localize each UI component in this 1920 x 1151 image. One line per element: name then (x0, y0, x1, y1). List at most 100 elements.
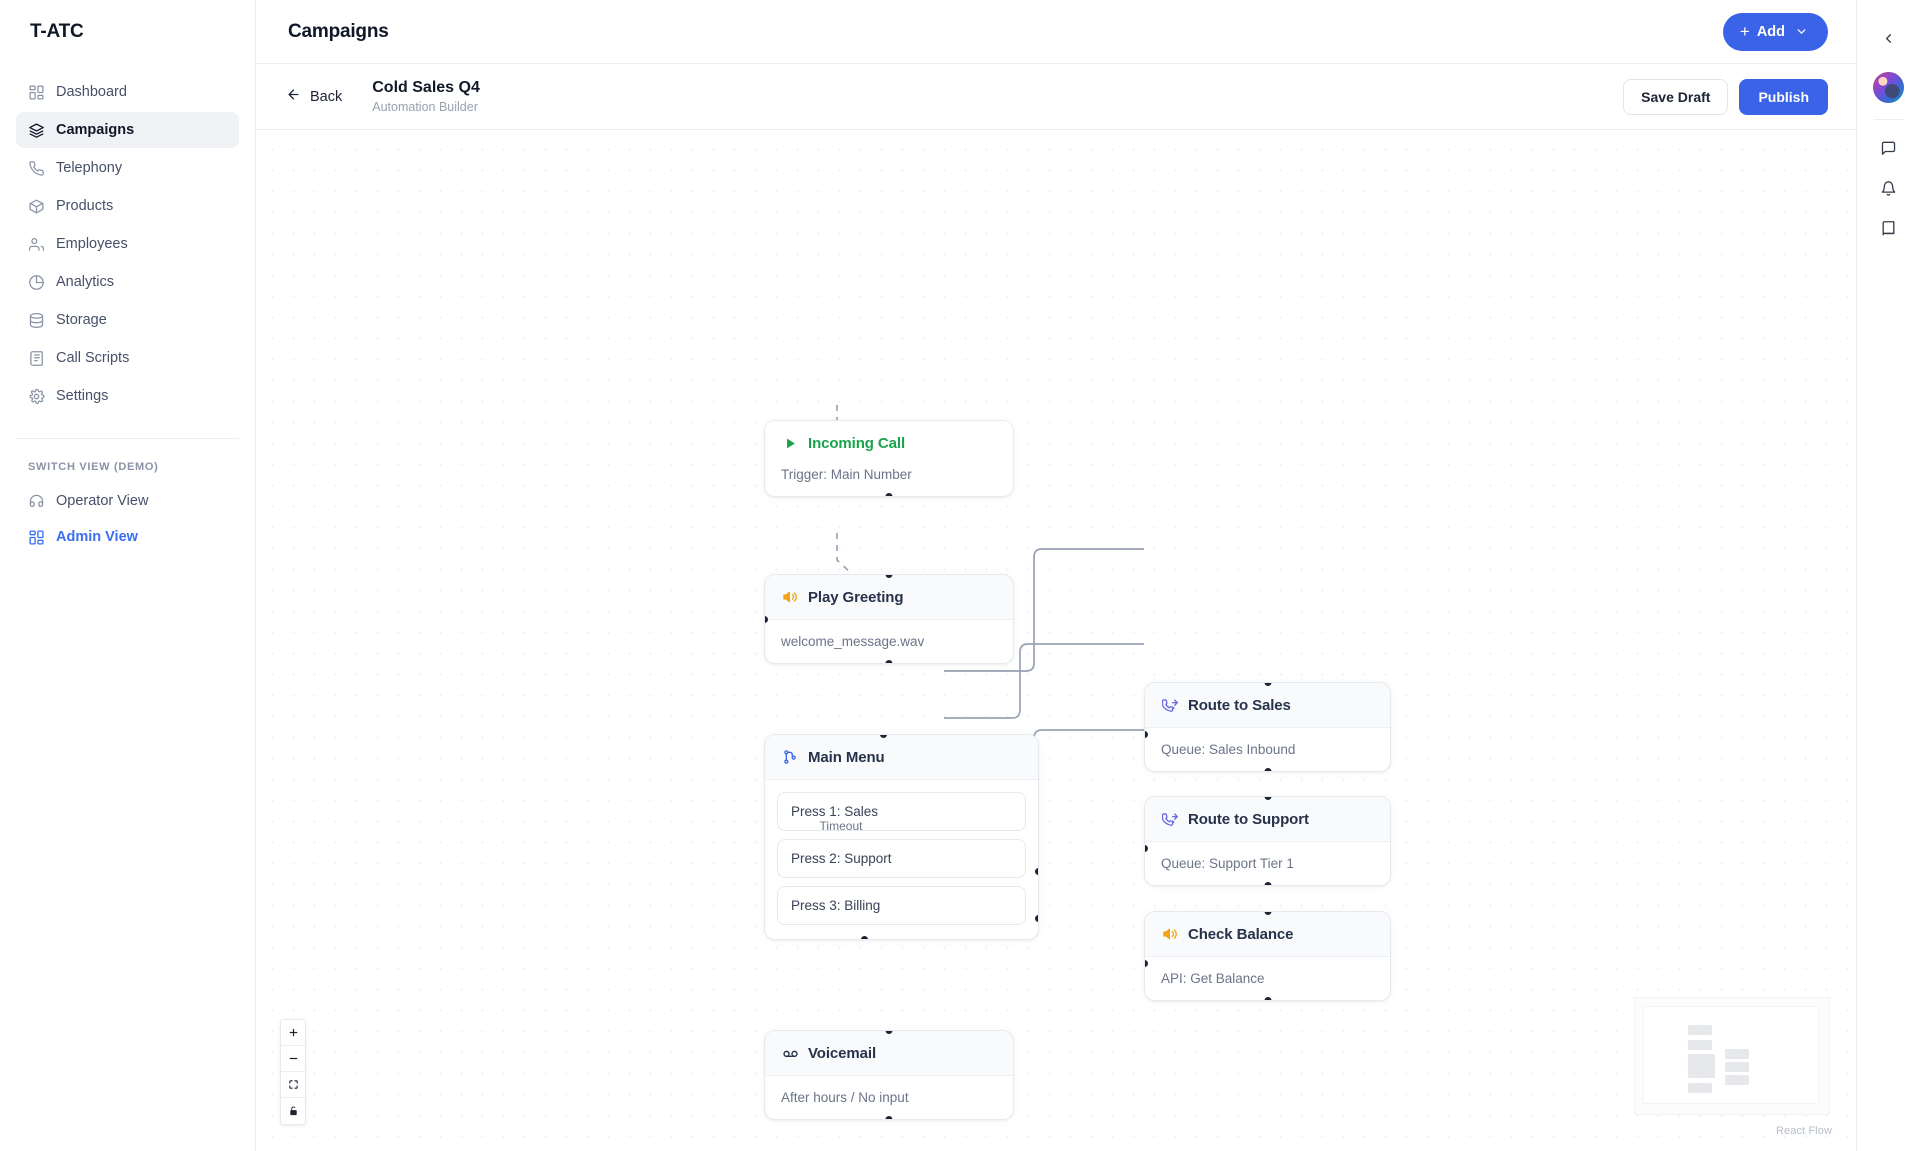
sidebar-item-admin-view[interactable]: Admin View (16, 519, 239, 555)
box-icon (28, 198, 45, 215)
back-button[interactable]: Back (284, 83, 344, 110)
add-button[interactable]: + Add (1722, 12, 1828, 51)
chevron-down-icon (1795, 25, 1808, 38)
plus-icon: + (1739, 21, 1750, 41)
sidebar-item-analytics[interactable]: Analytics (16, 264, 239, 300)
flow-node-main-menu[interactable]: Main Menu Press 1: Sales Press 2: Suppor… (764, 734, 1039, 940)
flow-node-voicemail[interactable]: Voicemail After hours / No input (764, 1030, 1014, 1120)
fit-view-button[interactable] (281, 1072, 305, 1098)
node-handle-bottom[interactable] (1264, 997, 1271, 1000)
node-header: Route to Sales (1145, 683, 1390, 728)
sidebar-item-operator-view[interactable]: Operator View (16, 483, 239, 519)
flow-node-play-greeting[interactable]: Play Greeting welcome_message.wav (764, 574, 1014, 664)
main-area: Campaigns + Add Back Cold Sales Q4 Autom… (256, 0, 1856, 1151)
node-handle-target[interactable] (885, 1031, 893, 1034)
avatar[interactable] (1873, 72, 1904, 103)
flow-node-route-to-support[interactable]: Route to Support Queue: Support Tier 1 (1144, 796, 1391, 886)
minimap-viewport (1643, 1006, 1819, 1104)
node-handle-source[interactable] (885, 493, 893, 496)
node-handle-target[interactable] (1145, 731, 1148, 738)
publish-button[interactable]: Publish (1739, 78, 1828, 115)
node-handle-target[interactable] (885, 575, 893, 578)
chat-icon (1880, 140, 1897, 160)
docs-button[interactable] (1869, 210, 1909, 250)
node-handle-timeout[interactable] (860, 936, 868, 939)
menu-option-press-3[interactable]: Press 3: Billing (777, 886, 1026, 925)
node-handle-bottom[interactable] (1264, 882, 1271, 885)
notifications-button[interactable] (1869, 170, 1909, 210)
sidebar-item-telephony[interactable]: Telephony (16, 150, 239, 186)
gear-icon (28, 388, 45, 405)
sidebar-item-label: Employees (56, 236, 128, 252)
zoom-out-button[interactable] (281, 1046, 305, 1072)
zoom-in-button[interactable] (281, 1020, 305, 1046)
play-icon (781, 434, 799, 452)
node-handle-option-1[interactable] (1035, 868, 1038, 875)
plus-icon (289, 1028, 297, 1037)
node-subtitle: Queue: Sales Inbound (1161, 742, 1296, 757)
node-title: Route to Sales (1188, 696, 1291, 714)
flow-toolbar-left: Back Cold Sales Q4 Automation Builder (284, 78, 480, 116)
node-handle-target[interactable] (1145, 845, 1148, 852)
left-sidebar: T-ATC Dashboard Campaigns Telephony Prod… (0, 0, 256, 1151)
node-handle-option-2[interactable] (1035, 915, 1038, 922)
sidebar-item-label: Analytics (56, 274, 115, 290)
bell-icon (1880, 180, 1897, 200)
flow-node-check-balance[interactable]: Check Balance API: Get Balance (1144, 911, 1391, 1001)
sidebar-item-call-scripts[interactable]: Call Scripts (16, 340, 239, 376)
node-header: Voicemail (765, 1031, 1013, 1076)
database-icon (28, 312, 45, 329)
flow-edges (836, 405, 1144, 842)
node-handle-top[interactable] (1264, 797, 1271, 800)
add-button-label: Add (1756, 23, 1785, 40)
sidebar-item-settings[interactable]: Settings (16, 378, 239, 414)
sidebar-item-label: Products (56, 198, 114, 214)
node-header: Main Menu (765, 735, 1038, 780)
flow-node-incoming-call[interactable]: Incoming Call Trigger: Main Number (764, 420, 1014, 497)
grid-icon (28, 84, 45, 101)
sidebar-item-dashboard[interactable]: Dashboard (16, 74, 239, 110)
menu-option-press-2[interactable]: Press 2: Support (777, 839, 1026, 878)
save-draft-button[interactable]: Save Draft (1623, 78, 1729, 115)
flow-canvas[interactable]: Incoming Call Trigger: Main Number Play … (256, 130, 1856, 1151)
menu-option-press-1[interactable]: Press 1: Sales (777, 792, 1026, 831)
flow-minimap[interactable] (1634, 997, 1830, 1115)
minimap-node (1688, 1054, 1715, 1078)
flow-toolbar: Back Cold Sales Q4 Automation Builder Sa… (256, 64, 1856, 130)
node-header: Check Balance (1145, 912, 1390, 957)
brand-logo: T-ATC (30, 21, 84, 42)
sidebar-item-products[interactable]: Products (16, 188, 239, 224)
menu-options-list: Press 1: Sales Press 2: Support Press 3:… (765, 780, 1038, 939)
back-button-label: Back (310, 88, 343, 105)
flow-toolbar-actions: Save Draft Publish (1623, 78, 1828, 115)
node-handle-source[interactable] (885, 660, 893, 663)
node-title: Main Menu (808, 748, 885, 766)
node-handle-target[interactable] (879, 735, 887, 738)
voicemail-icon (781, 1044, 799, 1062)
sidebar-item-employees[interactable]: Employees (16, 226, 239, 262)
pie-chart-icon (28, 274, 45, 291)
flow-node-route-to-sales[interactable]: Route to Sales Queue: Sales Inbound (1144, 682, 1391, 772)
speaker-icon (1161, 925, 1179, 943)
node-title: Route to Support (1188, 810, 1309, 828)
top-header: Campaigns + Add (256, 0, 1856, 64)
lock-button[interactable] (281, 1098, 305, 1124)
phone-forward-icon (1161, 810, 1179, 828)
node-handle-left[interactable] (765, 616, 768, 624)
node-handle-source[interactable] (885, 1116, 893, 1119)
sidebar-item-label: Settings (56, 388, 109, 404)
sidebar-item-storage[interactable]: Storage (16, 302, 239, 338)
page-title: Campaigns (288, 20, 389, 42)
sidebar-item-campaigns[interactable]: Campaigns (16, 112, 239, 148)
node-handle-top[interactable] (1264, 683, 1271, 686)
messages-button[interactable] (1869, 130, 1909, 170)
node-handle-target[interactable] (1145, 960, 1148, 967)
node-handle-top[interactable] (1264, 912, 1271, 915)
minus-icon (289, 1057, 297, 1060)
node-handle-bottom[interactable] (1264, 768, 1271, 771)
collapse-panel-button[interactable] (1869, 20, 1909, 60)
flow-title-block: Cold Sales Q4 Automation Builder (372, 78, 480, 116)
fit-view-icon (288, 1080, 298, 1089)
arrow-left-icon (286, 87, 301, 106)
